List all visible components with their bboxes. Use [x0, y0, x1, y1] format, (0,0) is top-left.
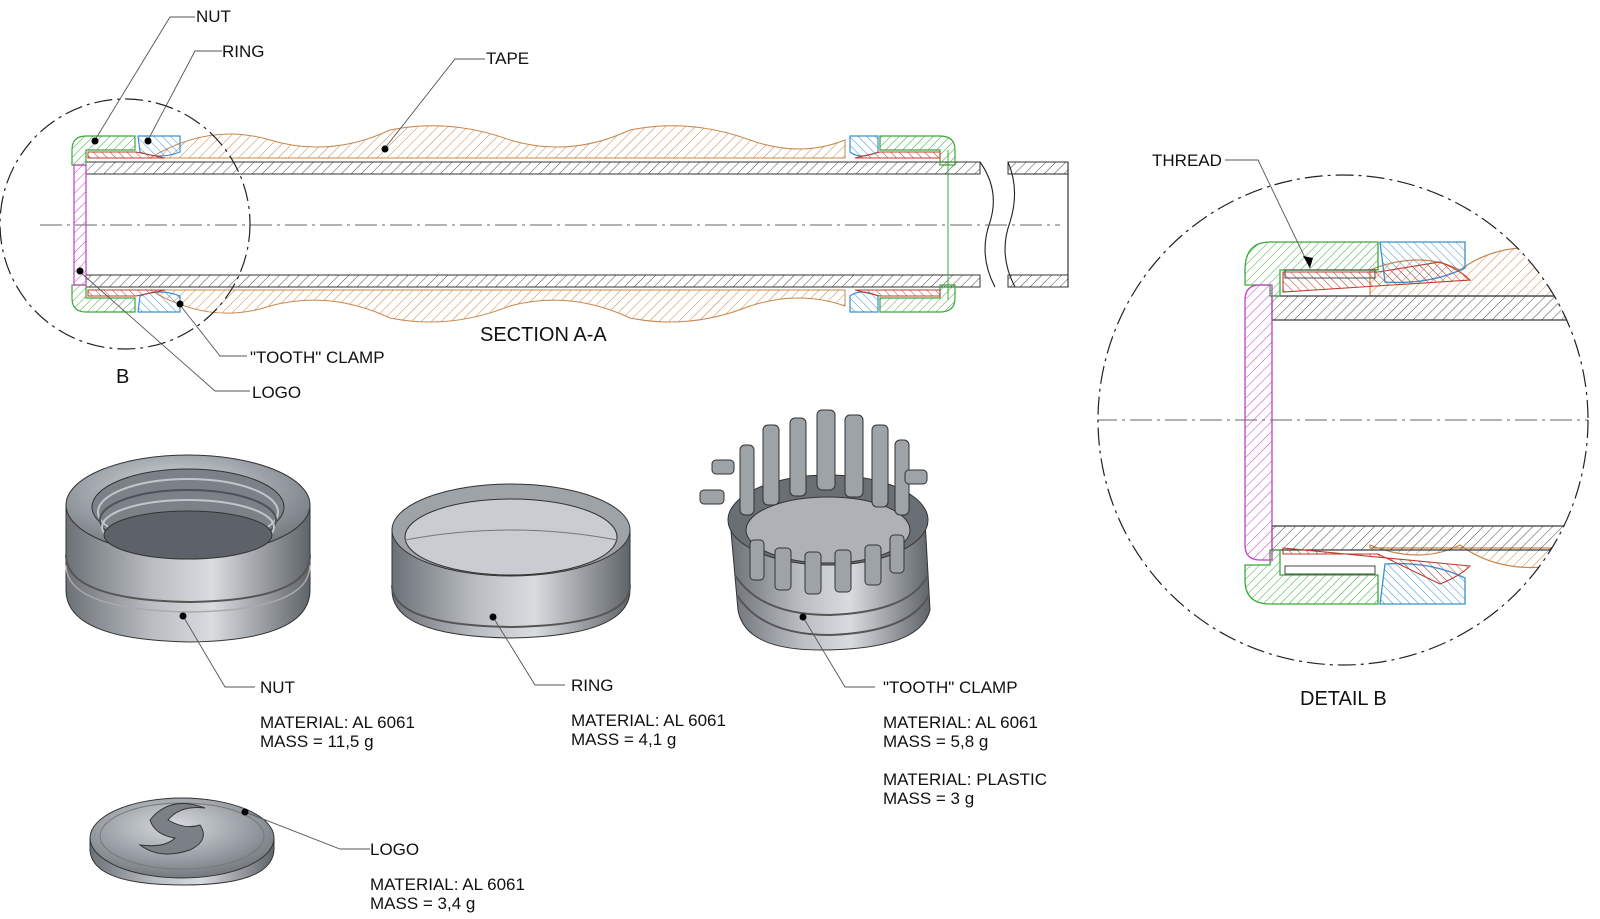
clamp-spec: "TOOTH" CLAMP MATERIAL: AL 6061 MASS = 5…: [883, 678, 1047, 808]
left-nut: [71, 135, 136, 166]
nut-render: [65, 454, 311, 643]
right-clamp: [854, 151, 941, 159]
nut-name: NUT: [260, 678, 295, 697]
logo-spec: LOGO MATERIAL: AL 6061 MASS = 3,4 g: [370, 840, 525, 913]
detail-b-circle: [0, 98, 251, 350]
section-view: NUT RING TAPE "TOOTH" CLAMP LOGO SECTION…: [0, 7, 1069, 402]
clamp-material: MATERIAL: AL 6061: [883, 713, 1038, 732]
left-clamp: [87, 151, 166, 159]
ring-name: RING: [571, 676, 614, 695]
clamp-name: "TOOTH" CLAMP: [883, 678, 1018, 697]
logo-mass: MASS = 3,4 g: [370, 894, 475, 913]
tube-end-bottom: [1007, 274, 1069, 288]
logo-material: MATERIAL: AL 6061: [370, 875, 525, 894]
clamp-mass-2: MASS = 3 g: [883, 789, 974, 808]
right-nut: [879, 135, 956, 166]
tube-wall-bottom: [85, 274, 981, 288]
clamp-mass: MASS = 5,8 g: [883, 732, 988, 751]
nut-spec: NUT MATERIAL: AL 6061 MASS = 11,5 g: [260, 678, 415, 751]
clamp-render: [699, 409, 931, 651]
clamp-material-2: MATERIAL: PLASTIC: [883, 770, 1047, 789]
left-logo: [73, 164, 87, 286]
detail-view: THREAD DETAIL B: [1097, 151, 1589, 710]
logo-name: LOGO: [370, 840, 419, 859]
break-line-left: [979, 161, 996, 288]
ring-mass: MASS = 4,1 g: [571, 730, 676, 749]
ring-spec: RING MATERIAL: AL 6061 MASS = 4,1 g: [571, 676, 726, 749]
callout-ring: RING: [222, 42, 265, 61]
tape-bottom: [148, 289, 846, 323]
callout-nut: NUT: [196, 7, 231, 26]
nut-mass: MASS = 11,5 g: [260, 732, 374, 751]
ring-render: [391, 483, 631, 639]
callout-tape: TAPE: [486, 49, 529, 68]
left-ring: [137, 135, 181, 157]
break-line-right: [1004, 161, 1016, 288]
tape-top: [148, 125, 846, 159]
callout-logo: LOGO: [252, 383, 301, 402]
detail-title: DETAIL B: [1300, 688, 1387, 710]
callout-thread: THREAD: [1152, 151, 1222, 170]
callout-tooth-clamp: "TOOTH" CLAMP: [250, 348, 385, 367]
logo-render: [89, 797, 275, 886]
tube-wall-top: [85, 161, 981, 175]
ring-material: MATERIAL: AL 6061: [571, 711, 726, 730]
tube-end-top: [1007, 161, 1069, 175]
detail-ref-label: B: [116, 366, 129, 388]
section-title: SECTION A-A: [480, 324, 607, 346]
detail-b-boundary: [1097, 174, 1589, 666]
nut-material: MATERIAL: AL 6061: [260, 713, 415, 732]
